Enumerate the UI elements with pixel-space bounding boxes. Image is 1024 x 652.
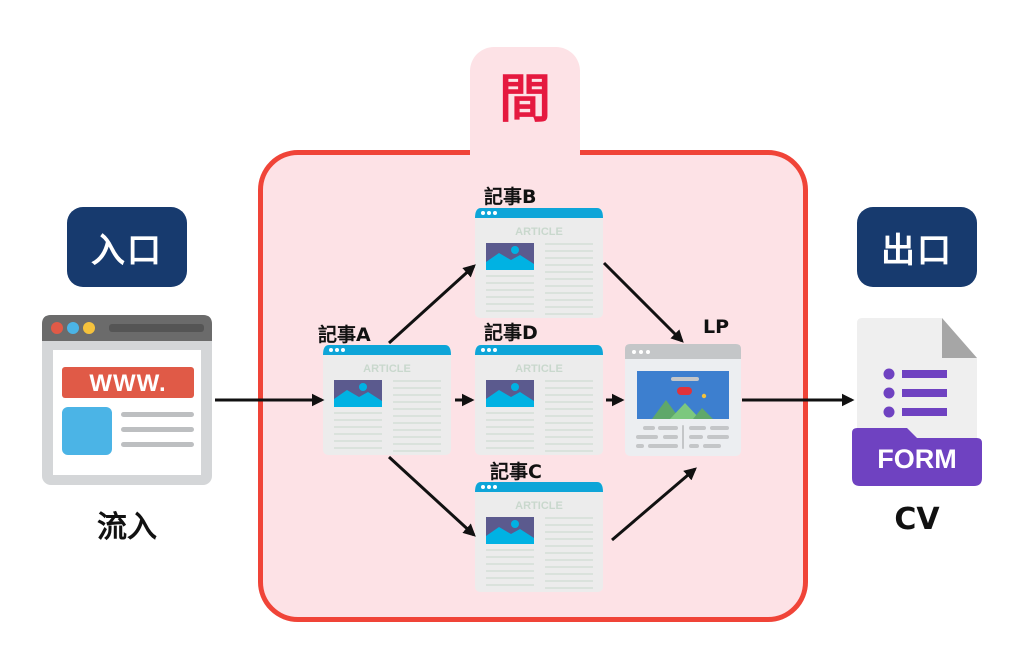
arrow-b-to-lp — [602, 261, 684, 343]
browser-window-icon: WWW. — [42, 315, 212, 485]
url-text: WWW. — [89, 370, 166, 397]
arrow-a-to-b — [387, 264, 476, 345]
exit-caption: CV — [894, 502, 940, 537]
article-d-icon: ARTICLE — [474, 344, 604, 456]
article-c-heading: ARTICLE — [515, 500, 563, 512]
form-label: FORM — [877, 444, 956, 474]
article-c-icon: ARTICLE — [474, 481, 604, 593]
article-a-heading: ARTICLE — [363, 363, 411, 375]
article-c-label: 記事C — [490, 461, 542, 483]
middle-area-title: 間 — [498, 70, 551, 130]
entrance-caption: 流入 — [97, 510, 157, 545]
landing-page-icon — [625, 344, 741, 456]
arrow-a-to-c — [387, 455, 476, 537]
form-document-icon: FORM — [852, 318, 982, 486]
article-a-icon: ARTICLE — [322, 344, 452, 456]
article-a-label: 記事A — [318, 324, 371, 346]
article-b-heading: ARTICLE — [515, 226, 563, 238]
article-d-heading: ARTICLE — [515, 363, 563, 375]
article-b-label: 記事B — [484, 186, 537, 208]
arrow-c-to-lp — [611, 467, 697, 542]
url-bar — [62, 367, 194, 398]
exit-badge: 出口 — [857, 207, 977, 287]
entrance-badge: 入口 — [67, 207, 187, 287]
article-d-label: 記事D — [484, 322, 538, 344]
lp-label: LP — [703, 316, 730, 338]
middle-area-tab — [470, 47, 580, 155]
article-b-icon: ARTICLE — [474, 207, 604, 319]
